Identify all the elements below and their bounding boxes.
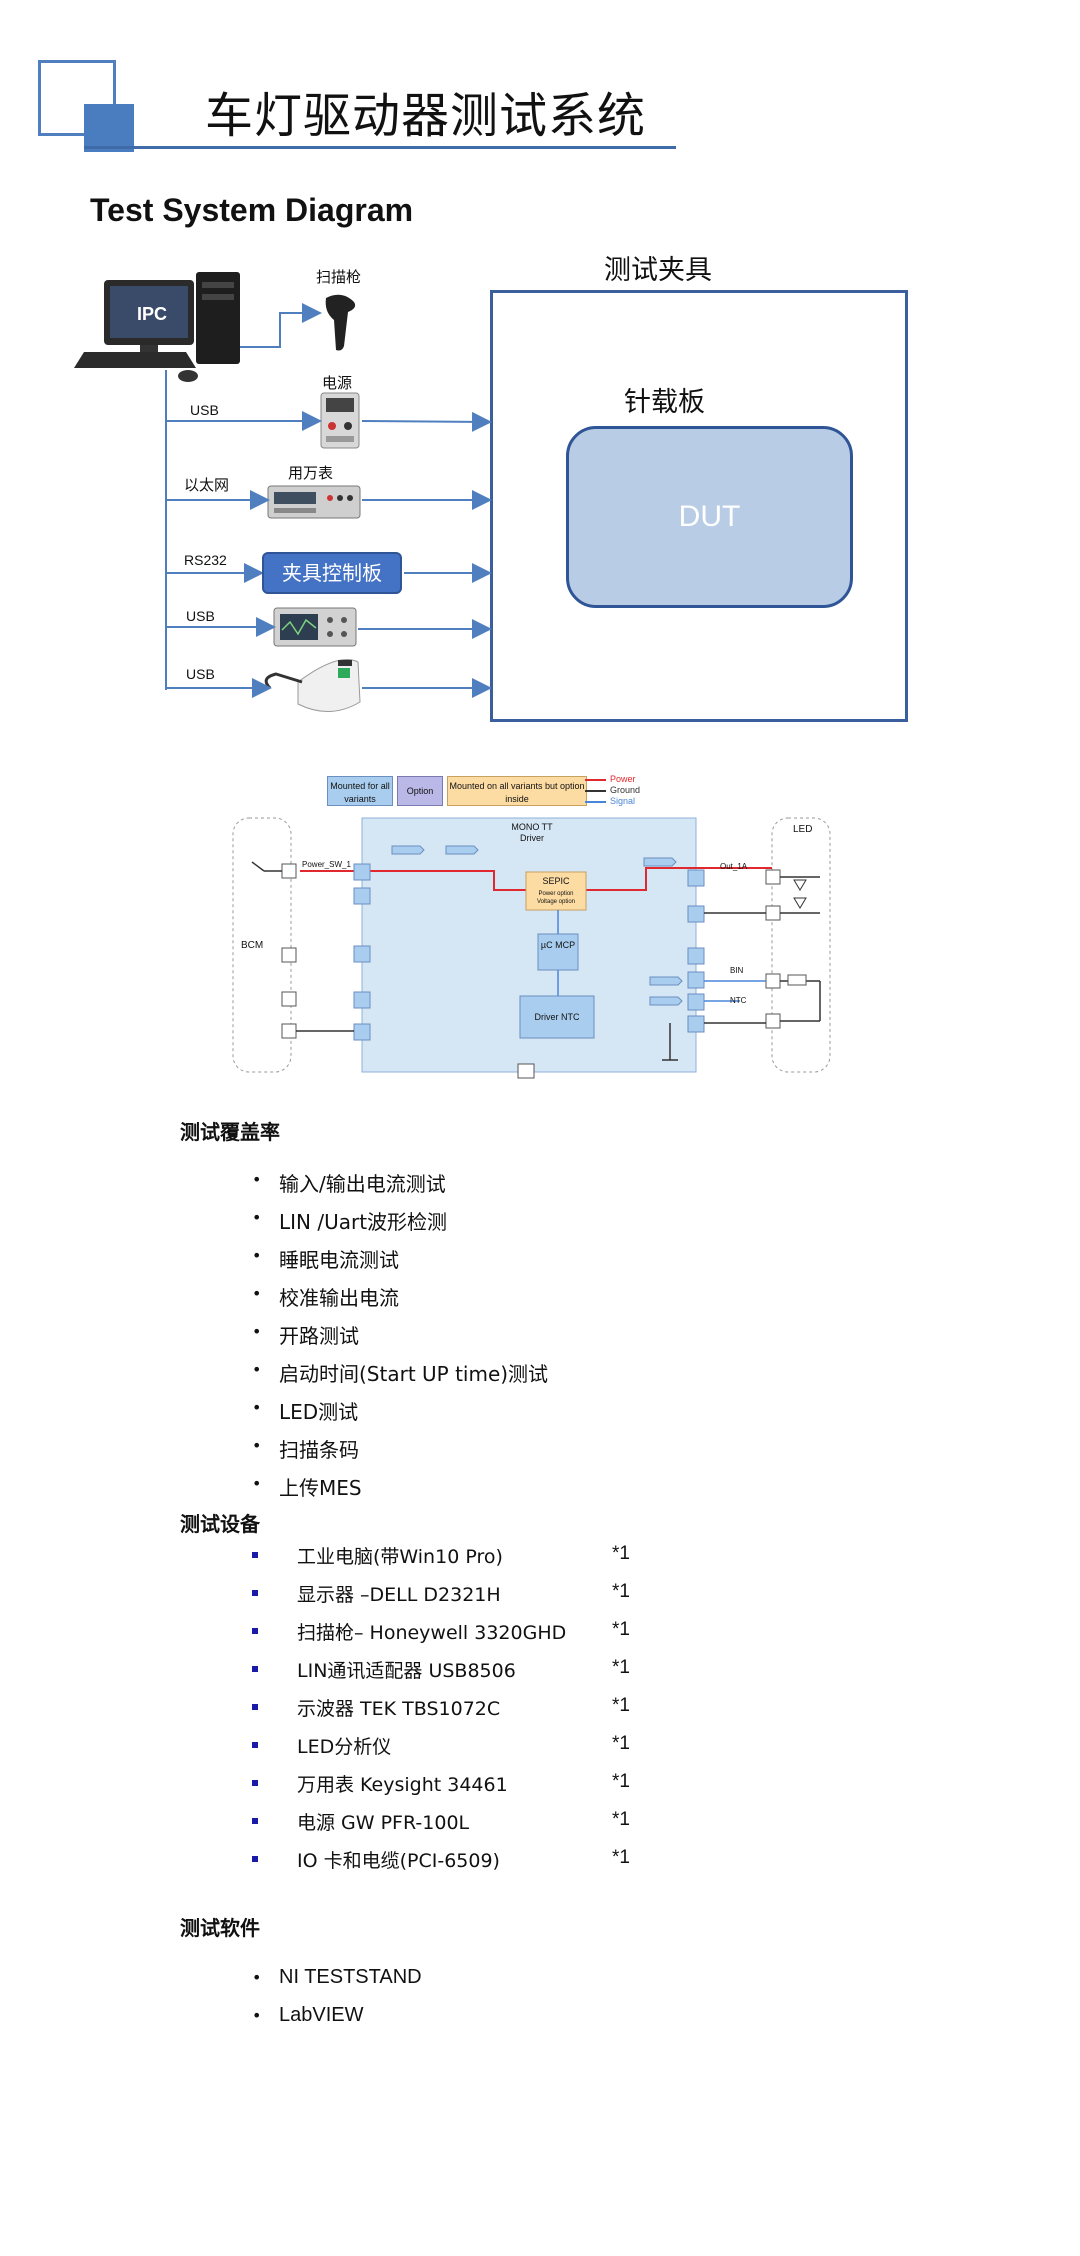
ipc-label: IPC [137,304,168,324]
bullet-dot: • [252,1246,262,1265]
ipc-computer-icon [74,272,240,382]
coverage-item-5: 开路测试 [279,1324,359,1348]
equipment-qty-3: *1 [612,1619,630,1640]
section-title: Test System Diagram [90,192,414,228]
driver-title: MONO TT Driver [511,822,553,843]
coverage-item-3: 睡眠电流测试 [279,1248,399,1272]
page-title: 车灯驱动器测试系统 [205,88,647,144]
header-filled-square [84,104,134,152]
bullet-square [252,1856,258,1862]
coverage-item-4: 校准输出电流 [279,1286,399,1310]
equipment-item-7: 万用表 Keysight 34461 [297,1774,508,1796]
power-supply-icon [320,392,360,449]
equipment-heading: 测试设备 [180,1512,260,1536]
equipment-item-1: 工业电脑(带Win10 Pro) [297,1546,503,1568]
coverage-item-9: 上传MES [279,1476,362,1500]
equipment-item-4: LIN通讯适配器 USB8506 [297,1660,516,1682]
bullet-square [252,1780,258,1786]
legend-ground: Ground [610,785,641,795]
link-label-rs232: RS232 [184,552,227,568]
link-label-ethernet: 以太网 [184,476,230,494]
legend-mounted-option-inside: Mounted on all variants but option insid… [447,776,587,806]
software-item-2: LabVIEW [279,2004,364,2026]
bcm-label: BCM [241,940,264,951]
power-sw-label: Power_SW_1 [302,860,351,869]
equipment-qty-5: *1 [612,1695,630,1716]
software-item-1: NI TESTSTAND [279,1966,422,1988]
legend-mounted-all-text: Mounted for all variants [330,781,390,804]
bullet-dot: • [252,1208,262,1227]
mcp-label: µC MCP [540,940,576,950]
bullet-dot: • [252,2006,262,2025]
needle-board-label: 针载板 [624,387,705,418]
fixture-label: 测试夹具 [604,255,712,286]
ntc-block-label: Driver NTC [534,1012,580,1022]
bullet-square [252,1552,258,1558]
bullet-square [252,1666,258,1672]
dut-label: DUT [678,500,741,533]
link-label-usb-1: USB [190,402,219,418]
led-label: LED [793,824,813,835]
header-outline-square [38,60,116,136]
dut-block: DUT [566,426,853,608]
equipment-item-9: IO 卡和电缆(PCI-6509) [297,1850,500,1872]
ntc-right-label: NTC [730,996,747,1005]
bullet-dot: • [252,1284,262,1303]
bullet-square [252,1704,258,1710]
coverage-heading: 测试覆盖率 [180,1120,280,1144]
wiring-diagram-graphics [232,779,831,1079]
coverage-item-1: 输入/输出电流测试 [279,1172,446,1196]
equipment-qty-8: *1 [612,1809,630,1830]
equipment-item-8: 电源 GW PFR-100L [297,1812,470,1834]
bullet-square [252,1818,258,1824]
legend-option-text: Option [406,786,434,796]
bullet-dot: • [252,1474,262,1493]
bullet-square [252,1590,258,1596]
equipment-item-3: 扫描枪– Honeywell 3320GHD [297,1622,567,1644]
legend-mounted-option-text: Mounted on all variants but option insid… [449,781,585,804]
bullet-dot: • [252,1436,262,1455]
equipment-qty-4: *1 [612,1657,630,1678]
link-label-usb-2: USB [186,608,215,624]
coverage-item-8: 扫描条码 [279,1438,359,1462]
bullet-dot: • [252,1360,262,1379]
equipment-item-6: LED分析仪 [297,1736,392,1758]
equipment-item-5: 示波器 TEK TBS1072C [297,1698,501,1720]
sepic-label: SEPIC [542,876,570,886]
link-label-usb-3: USB [186,666,215,682]
coverage-item-2: LIN /Uart波形检测 [279,1210,448,1234]
bin-label: BIN [730,966,744,975]
legend-power: Power [610,774,636,784]
equipment-qty-9: *1 [612,1847,630,1868]
equipment-item-2: 显示器 –DELL D2321H [297,1584,501,1606]
legend-mounted-all: Mounted for all variants [327,776,393,806]
coverage-item-7: LED测试 [279,1400,359,1424]
bullet-square [252,1742,258,1748]
fixture-controller-board: 夹具控制板 [262,552,402,594]
sepic-sub-label: Power option Voltage option [536,891,576,905]
barcode-scanner-icon [325,294,356,351]
multimeter-icon [267,485,361,519]
equipment-qty-7: *1 [612,1771,630,1792]
legend-signal: Signal [610,796,636,806]
multimeter-label: 用万表 [288,464,334,482]
header-rule [84,146,676,149]
scanner-label: 扫描枪 [316,268,362,286]
bullet-dot: • [252,1398,262,1417]
out-label: Out_1A [720,862,748,871]
bullet-square [252,1628,258,1634]
bullet-dot: • [252,1322,262,1341]
coverage-item-6: 启动时间(Start UP time)测试 [279,1362,549,1386]
system-diagram-graphics [74,272,492,713]
equipment-qty-2: *1 [612,1581,630,1602]
legend-option: Option [397,776,443,806]
equipment-qty-6: *1 [612,1733,630,1754]
lin-adapter-icon [264,659,361,713]
bullet-dot: • [252,1968,262,1987]
oscilloscope-icon [273,607,357,647]
bullet-dot: • [252,1170,262,1189]
equipment-qty-1: *1 [612,1543,630,1564]
software-heading: 测试软件 [180,1916,260,1940]
power-label: 电源 [322,374,353,392]
